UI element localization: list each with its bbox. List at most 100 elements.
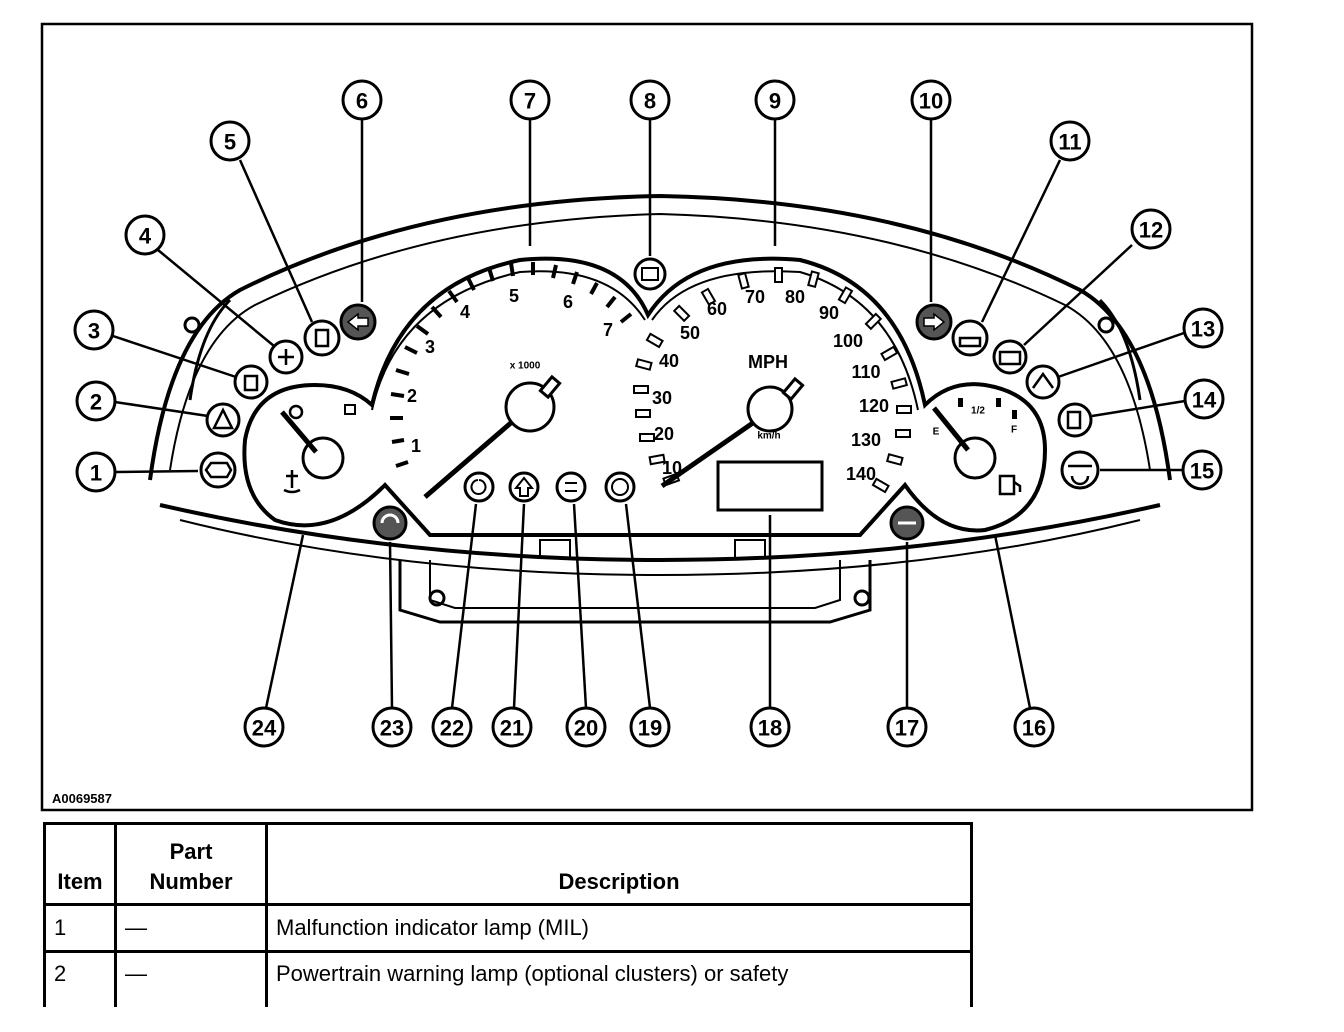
callout-23: 23 (371, 706, 413, 748)
speed-needle (660, 415, 762, 489)
svg-text:20: 20 (574, 716, 598, 741)
svg-text:7: 7 (524, 89, 536, 114)
callout-19: 19 (629, 706, 671, 748)
tach-label-6: 6 (563, 292, 573, 312)
callout-14: 14 (1183, 378, 1225, 420)
fuel-label-e: E (933, 427, 940, 438)
lamp-20-icon (565, 482, 577, 492)
lamp-22 (463, 471, 495, 503)
callout-24: 24 (243, 706, 285, 748)
lamp-4-icon (278, 349, 294, 365)
fuel-pump-icon (998, 474, 1022, 496)
lamp-19-icon (611, 478, 629, 496)
lamp-15-icon (1068, 464, 1092, 486)
svg-text:3: 3 (88, 319, 100, 344)
lamp-21 (508, 471, 540, 503)
svg-text:19: 19 (638, 716, 662, 741)
svg-text:18: 18 (758, 716, 782, 741)
callout-11: 11 (1049, 120, 1091, 162)
header-item: Item (43, 822, 117, 906)
odometer-display (716, 460, 824, 512)
lamp-20 (555, 471, 587, 503)
lamp-19 (604, 471, 636, 503)
svg-text:12: 12 (1139, 218, 1163, 243)
lamp-5 (303, 319, 341, 357)
door-ajar-icon (1031, 371, 1055, 389)
svg-text:2: 2 (90, 390, 102, 415)
svg-text:22: 22 (440, 716, 464, 741)
callout-1: 1 (75, 451, 117, 493)
callout-5: 5 (209, 120, 251, 162)
tach-unit-label: x 1000 (510, 361, 541, 372)
callout-22: 22 (431, 706, 473, 748)
callout-9: 9 (754, 79, 796, 121)
svg-text:9: 9 (769, 89, 781, 114)
speed-label-100: 100 (833, 331, 863, 351)
svg-text:23: 23 (380, 716, 404, 741)
warning-lamps (199, 257, 1100, 541)
tach-label-4: 4 (460, 302, 470, 322)
tach-label-5: 5 (509, 286, 519, 306)
leader-lines (112, 120, 1186, 709)
tach-label-7: 7 (603, 320, 613, 340)
speed-label-140: 140 (846, 464, 876, 484)
shift-up-icon (513, 476, 535, 497)
gauge-faces (242, 256, 1048, 537)
callout-7: 7 (509, 79, 551, 121)
svg-text:6: 6 (356, 89, 368, 114)
header-part-number: Part Number (114, 822, 268, 906)
tach-label-3: 3 (425, 337, 435, 357)
speed-label-40: 40 (659, 351, 679, 371)
speed-hub (746, 385, 794, 433)
callout-15: 15 (1181, 449, 1223, 491)
temperature-gauge (280, 404, 356, 494)
speed-unit-label: MPH (748, 352, 788, 372)
engine-icon (204, 461, 233, 479)
callout-18: 18 (749, 706, 791, 748)
svg-text:10: 10 (919, 89, 943, 114)
speed-label-20: 20 (654, 424, 674, 444)
warning-triangle-icon (211, 407, 235, 430)
lamp-23-icon (380, 513, 400, 524)
coolant-temp-icon (283, 470, 301, 494)
callout-8: 8 (629, 79, 671, 121)
row-item: 2 (43, 950, 117, 1007)
callout-2: 2 (75, 380, 117, 422)
lamp-23 (372, 505, 408, 541)
tachometer: 1 2 3 4 5 6 7 x 1000 (390, 262, 633, 499)
svg-text:16: 16 (1022, 716, 1046, 741)
callout-markers: 1 2 3 4 5 6 7 8 9 10 11 12 13 14 15 16 1… (73, 79, 1225, 748)
table-header-row: Item Part Number Description (43, 822, 973, 906)
callout-12: 12 (1130, 208, 1172, 250)
speed-label-80: 80 (785, 287, 805, 307)
left-arrow-icon (346, 312, 369, 332)
svg-text:5: 5 (224, 130, 236, 155)
svg-text:1: 1 (90, 461, 102, 486)
callout-6: 6 (341, 79, 383, 121)
callout-17: 17 (886, 706, 928, 748)
brake-icon (314, 328, 330, 348)
cluster-housing (148, 193, 1172, 624)
speed-label-30: 30 (652, 388, 672, 408)
speed-sub-label: km/h (757, 431, 780, 442)
speedometer: 10 20 30 40 50 60 70 80 90 100 110 120 1… (633, 267, 912, 512)
fuel-gauge: E 1/2 F (932, 398, 1022, 496)
callout-3: 3 (73, 309, 115, 351)
headlamp-icon (641, 267, 659, 281)
svg-text:11: 11 (1058, 130, 1081, 155)
row-item: 1 (43, 903, 117, 953)
airbag-icon (243, 374, 259, 392)
svg-text:4: 4 (139, 224, 152, 249)
tach-label-1: 1 (411, 436, 421, 456)
speed-label-50: 50 (680, 323, 700, 343)
svg-text:21: 21 (500, 716, 524, 741)
instrument-cluster-diagram: 1 2 3 4 5 6 7 x 1000 (40, 22, 1254, 812)
callout-21: 21 (491, 706, 533, 748)
svg-text:24: 24 (252, 716, 277, 741)
fuel-icon (1066, 410, 1082, 430)
tach-label-2: 2 (407, 386, 417, 406)
speed-label-130: 130 (851, 430, 881, 450)
lamp-8 (633, 257, 667, 291)
row-part-number: — (114, 903, 268, 953)
speed-label-110: 110 (851, 362, 880, 382)
